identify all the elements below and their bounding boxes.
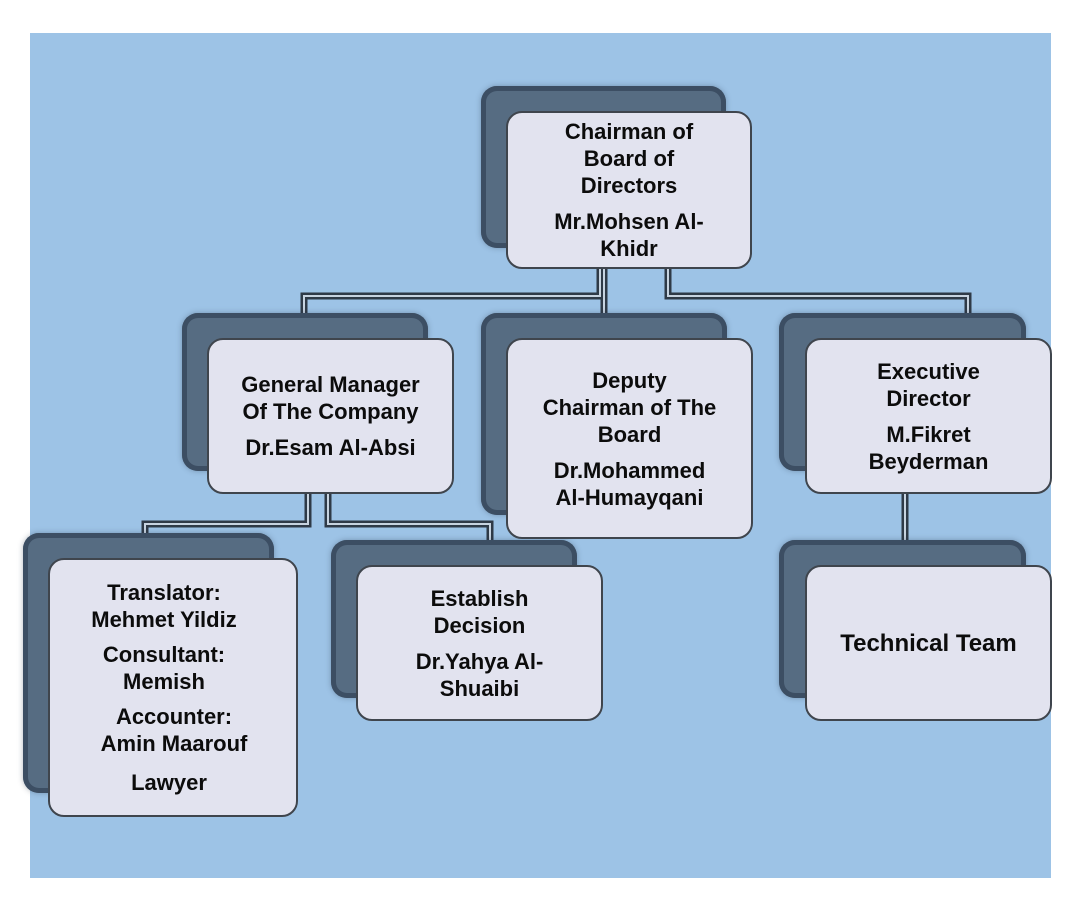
lawyer-label: Lawyer bbox=[131, 770, 207, 795]
general-manager-title-line: General Manager bbox=[241, 372, 420, 397]
executive-director-name: M.Fikret Beyderman bbox=[869, 421, 989, 475]
establish-decision-box: Establish Decision Dr.Yahya Al- Shuaibi bbox=[356, 565, 603, 721]
establish-decision-name: Dr.Yahya Al- Shuaibi bbox=[416, 648, 544, 702]
establish-decision-name-line: Shuaibi bbox=[439, 675, 520, 701]
establish-decision-title: Establish Decision bbox=[431, 585, 529, 639]
accounter-entry: Accounter: Amin Maarouf bbox=[101, 703, 248, 757]
executive-director-title-line: Executive bbox=[877, 358, 980, 384]
deputy-chairman-box: Deputy Chairman of The Board Dr.Mohammed… bbox=[506, 338, 753, 539]
establish-decision-title-line: Decision bbox=[433, 612, 526, 638]
general-manager-title-line: Of The Company bbox=[242, 399, 419, 424]
deputy-chairman-name-line: Al-Humayqani bbox=[555, 484, 704, 510]
general-manager-name-line: Dr.Esam Al-Absi bbox=[245, 435, 416, 460]
chairman-title-line: Directors bbox=[580, 173, 678, 198]
establish-decision-name-line: Dr.Yahya Al- bbox=[415, 648, 544, 674]
consultant-name: Memish bbox=[123, 669, 205, 694]
technical-team-box: Technical Team bbox=[805, 565, 1052, 721]
accounter-label: Accounter: bbox=[115, 704, 233, 729]
staff-box: Translator: Mehmet Yildiz Consultant: Me… bbox=[48, 558, 298, 817]
executive-director-name-line: M.Fikret bbox=[886, 421, 971, 447]
general-manager-name: Dr.Esam Al-Absi bbox=[245, 434, 415, 461]
chairman-title-line: Board of bbox=[583, 146, 675, 171]
general-manager-box: General Manager Of The Company Dr.Esam A… bbox=[207, 338, 454, 494]
chairman-title: Chairman of Board of Directors bbox=[565, 118, 693, 199]
executive-director-name-line: Beyderman bbox=[868, 448, 989, 474]
chairman-title-line: Chairman of bbox=[564, 119, 694, 144]
deputy-chairman-title-line: Chairman of The bbox=[542, 394, 717, 420]
chairman-name-line: Khidr bbox=[600, 236, 658, 261]
deputy-chairman-name-line: Dr.Mohammed bbox=[553, 457, 706, 483]
executive-director-title: Executive Director bbox=[877, 358, 980, 412]
executive-director-box: Executive Director M.Fikret Beyderman bbox=[805, 338, 1052, 494]
translator-entry: Translator: Mehmet Yildiz bbox=[91, 579, 236, 633]
accounter-name: Amin Maarouf bbox=[100, 731, 248, 756]
chairman-box: Chairman of Board of Directors Mr.Mohsen… bbox=[506, 111, 752, 269]
executive-director-title-line: Director bbox=[886, 385, 971, 411]
translator-name: Mehmet Yildiz bbox=[91, 607, 237, 632]
translator-label: Translator: bbox=[107, 580, 221, 605]
deputy-chairman-title: Deputy Chairman of The Board bbox=[543, 367, 717, 448]
establish-decision-title-line: Establish bbox=[430, 585, 529, 611]
deputy-chairman-name: Dr.Mohammed Al-Humayqani bbox=[554, 457, 706, 511]
lawyer-entry: Lawyer bbox=[131, 769, 207, 796]
chairman-name-line: Mr.Mohsen Al- bbox=[554, 209, 704, 234]
technical-team-label: Technical Team bbox=[840, 629, 1017, 657]
consultant-entry: Consultant: Memish bbox=[103, 641, 225, 695]
deputy-chairman-title-line: Deputy bbox=[592, 367, 667, 393]
consultant-label: Consultant: bbox=[102, 642, 226, 667]
deputy-chairman-title-line: Board bbox=[597, 421, 662, 447]
chairman-name: Mr.Mohsen Al- Khidr bbox=[554, 208, 704, 262]
general-manager-title: General Manager Of The Company bbox=[241, 371, 420, 425]
